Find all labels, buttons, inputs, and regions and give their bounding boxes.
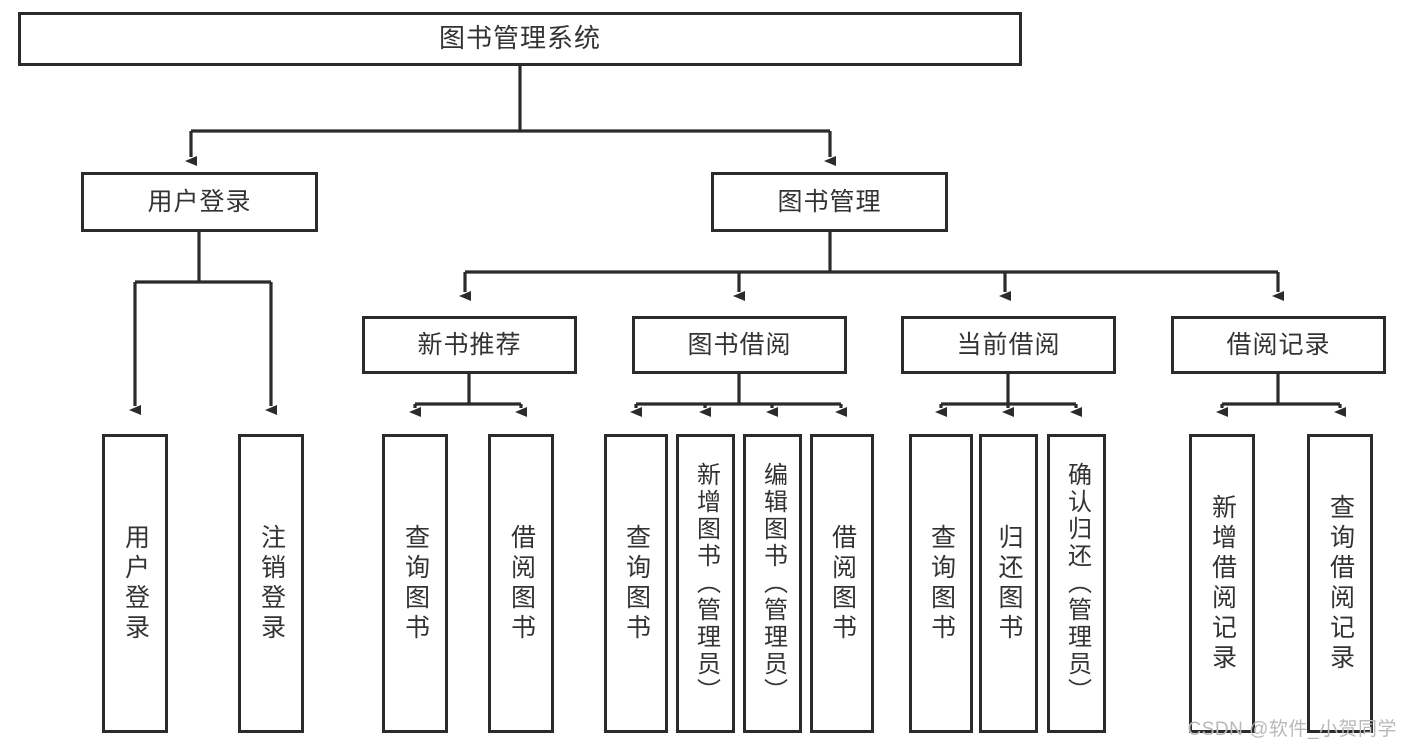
node-user-login[interactable]: 用户登录 (81, 172, 318, 232)
node-label: 查询图书 (927, 523, 956, 644)
leaf-add-record[interactable]: 新增借阅记录 (1189, 434, 1255, 733)
node-label: 注销登录 (257, 523, 286, 644)
node-label: 查询借阅记录 (1326, 493, 1355, 674)
node-label: 归还图书 (995, 523, 1023, 644)
leaf-borrow-book-2[interactable]: 借阅图书 (810, 434, 874, 733)
leaf-query-record[interactable]: 查询借阅记录 (1307, 434, 1373, 733)
node-root-system[interactable]: 图书管理系统 (18, 12, 1022, 66)
node-label: 图书管理系统 (438, 23, 601, 54)
node-label: 新增借阅记录 (1208, 493, 1237, 674)
node-label: 用户登录 (147, 188, 252, 216)
node-label: 图书管理 (777, 188, 882, 216)
node-label: 用户登录 (121, 523, 150, 644)
leaf-return-book[interactable]: 归还图书 (979, 434, 1038, 733)
leaf-query-book-3[interactable]: 查询图书 (909, 434, 973, 733)
node-label: 查询图书 (622, 523, 651, 644)
node-label: 借阅图书 (828, 523, 857, 644)
node-new-book-recommend[interactable]: 新书推荐 (362, 316, 577, 374)
leaf-query-book-2[interactable]: 查询图书 (604, 434, 668, 733)
node-label: 编辑图书（管理员） (759, 462, 787, 705)
node-label: 图书借阅 (687, 331, 792, 359)
node-label: 新书推荐 (417, 331, 522, 359)
node-book-borrow[interactable]: 图书借阅 (632, 316, 847, 374)
node-book-management[interactable]: 图书管理 (711, 172, 948, 232)
watermark: CSDN @软件_小贺同学 (1187, 719, 1397, 740)
node-label: 借阅图书 (507, 523, 536, 644)
leaf-confirm-return[interactable]: 确认归还（管理员） (1047, 434, 1106, 733)
leaf-query-book-1[interactable]: 查询图书 (382, 434, 448, 733)
leaf-user-logout[interactable]: 注销登录 (238, 434, 304, 733)
leaf-add-book[interactable]: 新增图书（管理员） (676, 434, 735, 733)
leaf-borrow-book-1[interactable]: 借阅图书 (488, 434, 554, 733)
leaf-user-login[interactable]: 用户登录 (102, 434, 168, 733)
node-label: 确认归还（管理员） (1063, 462, 1091, 705)
leaf-edit-book[interactable]: 编辑图书（管理员） (743, 434, 802, 733)
node-borrow-record[interactable]: 借阅记录 (1171, 316, 1386, 374)
node-label: 当前借阅 (956, 331, 1061, 359)
node-label: 借阅记录 (1226, 331, 1331, 359)
node-current-borrow[interactable]: 当前借阅 (901, 316, 1116, 374)
node-label: 查询图书 (401, 523, 430, 644)
node-label: 新增图书（管理员） (692, 462, 720, 705)
